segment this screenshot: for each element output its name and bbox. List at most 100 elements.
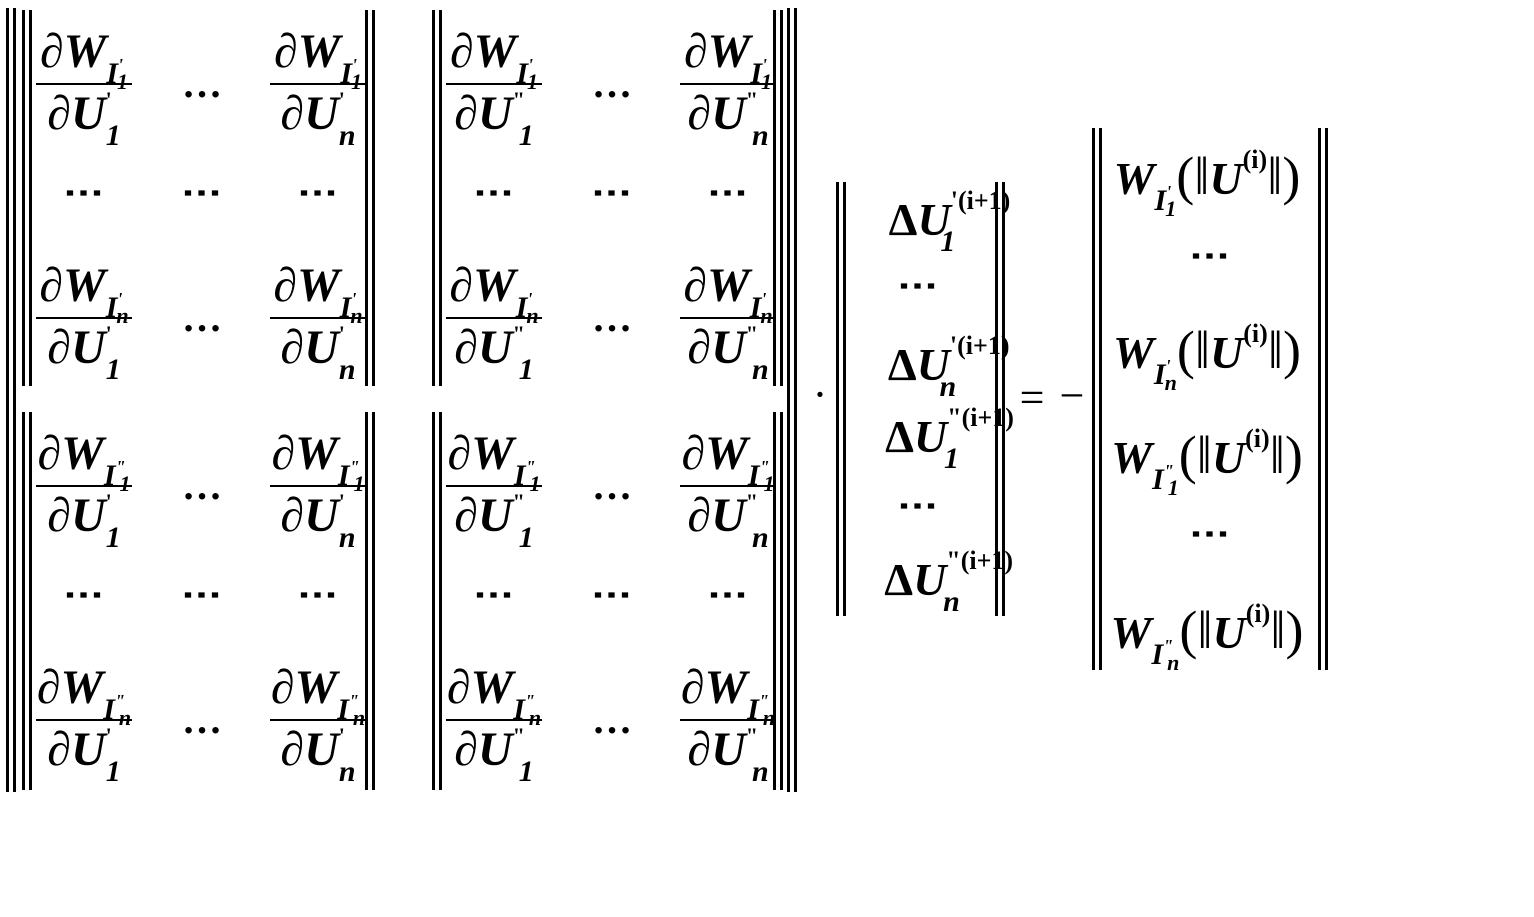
- block-right-bar: [372, 412, 375, 790]
- u-letter: U: [711, 723, 746, 776]
- i-letter: I: [747, 459, 760, 492]
- prime-mark: ': [117, 289, 123, 309]
- u-letter: U: [477, 489, 513, 542]
- fraction-numerator: ∂WI"1: [271, 430, 364, 495]
- partial-symbol: ∂: [687, 723, 712, 776]
- fraction-line: [446, 719, 542, 721]
- partial-symbol: ∂: [47, 723, 71, 776]
- w-subscript: I'1: [516, 56, 538, 93]
- partial-symbol: ∂: [449, 259, 474, 312]
- delta-symbol: Δ: [887, 339, 917, 390]
- i-letter: I: [105, 291, 118, 324]
- iteration-index: (i+1): [957, 186, 1011, 215]
- fraction-denominator: ∂U'1: [47, 491, 121, 553]
- prime-mark: ': [352, 55, 358, 75]
- fraction-numerator: ∂WI'n: [683, 262, 772, 327]
- vector-left-bar-2: [843, 182, 846, 616]
- partial-symbol: ∂: [280, 723, 305, 776]
- prime-mark: ": [512, 87, 525, 112]
- prime-mark: ': [338, 489, 345, 514]
- w-subscript: I"1: [747, 458, 775, 495]
- iteration-superscript: '(i+1): [951, 186, 1011, 215]
- subscript-index: n: [118, 705, 132, 730]
- delta-symbol: Δ: [885, 411, 914, 462]
- w-subscript: I"n: [337, 692, 365, 729]
- prime-mark: ': [1165, 356, 1171, 376]
- fraction-denominator: ∂U"1: [454, 323, 534, 385]
- prime-mark: ': [1166, 182, 1172, 202]
- u-letter: U: [1209, 153, 1243, 204]
- i-letter: I: [1154, 184, 1167, 217]
- u-subscript: 1: [518, 521, 534, 554]
- i-letter: I: [1153, 358, 1166, 391]
- w-subscript: I'n: [1153, 356, 1177, 394]
- w-subscript: I"1: [1152, 462, 1179, 499]
- prime-mark: ': [950, 186, 958, 215]
- prime-mark: ": [758, 691, 769, 711]
- i-letter: I: [337, 459, 350, 492]
- fraction-denominator: ∂U'1: [47, 723, 121, 787]
- partial-symbol: ∂: [273, 259, 298, 312]
- iteration-superscript: (i): [1245, 424, 1270, 453]
- vertical-dots: ⋮: [296, 575, 341, 613]
- u-subscript: n: [338, 353, 356, 386]
- norm-bar: ‖: [1197, 600, 1213, 660]
- i-letter: I: [516, 57, 529, 90]
- vertical-dots: ⋮: [472, 575, 517, 613]
- subscript-index: n: [526, 303, 539, 328]
- prime-mark: ": [946, 546, 961, 575]
- iteration-superscript: "(i+1): [946, 546, 1013, 575]
- u-subscript: n: [338, 119, 356, 152]
- partial-symbol: ∂: [454, 489, 478, 542]
- w-subscript: I"1: [104, 458, 131, 495]
- prime-mark: ": [349, 457, 360, 477]
- u-subscript: 1: [518, 119, 534, 152]
- i-letter: I: [340, 57, 353, 90]
- prime-mark: ": [745, 489, 758, 514]
- delta-entry: ΔU'(i+1)1: [889, 188, 1011, 257]
- rhs-left-bar-2: [1099, 128, 1102, 670]
- fraction-denominator: ∂U"1: [454, 725, 534, 787]
- u-subscript: n: [338, 755, 356, 788]
- fraction-denominator: ∂U'n: [280, 489, 355, 553]
- fraction-denominator: ∂U"n: [687, 321, 768, 385]
- block-right-bar: [773, 412, 776, 790]
- multiplication-dot: ·: [812, 370, 828, 419]
- left-paren: (: [1179, 600, 1198, 660]
- prime-mark: ": [524, 691, 535, 711]
- prime-mark: ": [1163, 636, 1174, 656]
- vertical-dots: ⋮: [1188, 514, 1233, 552]
- u-subscript: n: [943, 585, 960, 618]
- prime-mark: ': [105, 87, 112, 112]
- w-letter: W: [473, 25, 517, 78]
- fraction-numerator: ∂WI'n: [449, 259, 538, 327]
- partial-symbol: ∂: [280, 321, 305, 374]
- fraction-numerator: ∂WI'1: [450, 25, 538, 93]
- horizontal-dots: …: [592, 295, 632, 340]
- w-letter: W: [297, 25, 341, 78]
- u-subscript: 1: [105, 755, 121, 788]
- w-subscript: I'n: [105, 289, 129, 327]
- block-left-bar: [22, 10, 25, 386]
- u-letter: U: [304, 723, 339, 776]
- subscript-index: n: [352, 705, 366, 730]
- delta-entry: ΔU'(i+1)n: [887, 333, 1010, 402]
- residual-entry: WI"n(‖U(i)‖): [1111, 600, 1304, 674]
- prime-mark: ': [762, 55, 768, 75]
- outer-left-bar-2: [13, 8, 16, 792]
- equals-sign: =: [1019, 373, 1045, 422]
- iteration-superscript: (i): [1243, 319, 1268, 348]
- rhs-left-bar-1: [1092, 128, 1095, 670]
- block-left-bar: [432, 10, 435, 386]
- subscript-index: n: [116, 303, 129, 328]
- subscript-index: 1: [527, 69, 539, 94]
- right-paren: ): [1284, 425, 1303, 485]
- prime-mark: ': [338, 87, 345, 112]
- partial-symbol: ∂: [680, 661, 705, 714]
- iteration-index: (i+1): [957, 331, 1010, 360]
- u-letter: U: [711, 321, 746, 374]
- w-subscript: I'1: [340, 55, 362, 93]
- u-letter: U: [70, 87, 106, 140]
- prime-mark: ': [351, 289, 357, 309]
- norm-bar: ‖: [1267, 146, 1283, 206]
